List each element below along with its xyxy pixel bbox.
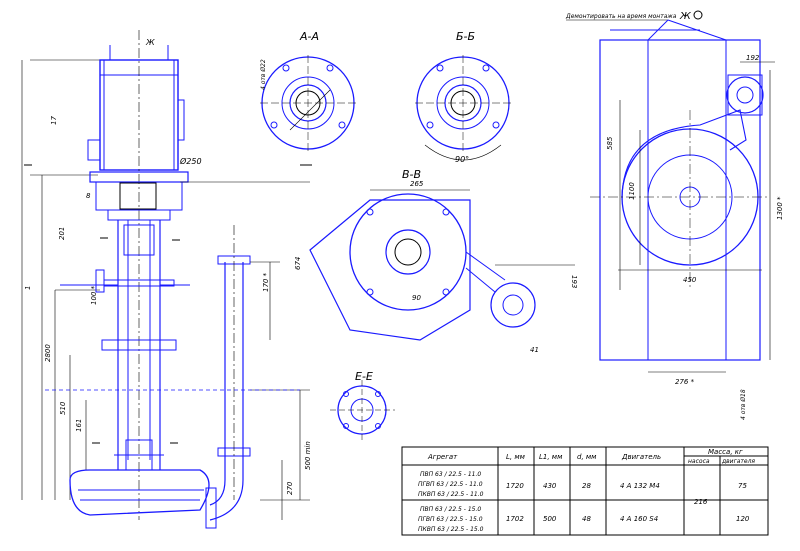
vv-dim-41: 41: [530, 346, 539, 354]
section-ee: Е-Е: [330, 370, 395, 440]
th-l: L, мм: [506, 453, 526, 461]
dim-8: 8: [86, 192, 91, 200]
th-d: d, мм: [577, 453, 597, 461]
row2-d: 48: [582, 515, 591, 523]
side-dim-585: 585: [606, 136, 614, 150]
dim-674: 674: [294, 257, 302, 270]
row1-agg-2: ПГВП 63 / 22.5 - 11.0: [418, 481, 483, 488]
row1-l: 1720: [506, 482, 524, 490]
th-motor: Двигатель: [621, 453, 661, 461]
row1-l1: 430: [543, 482, 557, 490]
vv-dim-265: 265: [410, 180, 424, 188]
th-mass-motor: двигателя: [721, 458, 755, 465]
th-aggregate: Агрегат: [427, 453, 458, 461]
dim-270: 270: [286, 481, 294, 495]
side-view: Демонтировать на время монтажа Ж 192 585…: [565, 10, 784, 420]
th-mass: Масса, кг: [708, 448, 743, 456]
row1-mass: 75: [738, 482, 747, 490]
mass-pump-value: 216: [694, 498, 708, 506]
row2-agg-3: ПКВП 63 / 22.5 - 15.0: [418, 526, 484, 533]
section-bb-title: Б-Б: [456, 30, 475, 43]
row2-agg-2: ПГВП 63 / 22.5 - 15.0: [418, 516, 483, 523]
vv-dim-90: 90: [412, 294, 421, 302]
row2-l: 1702: [506, 515, 524, 523]
bb-angle: 90°: [455, 155, 469, 164]
dim-100: 100 *: [90, 285, 98, 305]
dim-510: 510: [59, 401, 67, 415]
row1-agg-3: ПКВП 63 / 22.5 - 11.0: [418, 491, 484, 498]
row2-l1: 500: [543, 515, 557, 523]
aa-dim-1: 4 отв Ø22: [260, 59, 267, 90]
view-zh-arrow: Ж: [145, 38, 155, 47]
section-ee-title: Е-Е: [355, 370, 373, 383]
dim-17: 17: [50, 116, 58, 125]
remove-note: Демонтировать на время монтажа: [565, 13, 677, 20]
side-dim-1300: 1300 *: [776, 196, 784, 220]
side-dim-1100: 1100: [628, 182, 636, 200]
vv-dim-193: 193: [570, 275, 578, 288]
row2-motor: 4 А 160 S4: [620, 515, 658, 523]
row2-agg-1: ПВП 63 / 22.5 - 15.0: [420, 506, 481, 513]
row1-agg-1: ПВП 63 / 22.5 - 11.0: [420, 471, 481, 478]
side-dim-276: 276 *: [675, 378, 695, 386]
section-vv-title: В-В: [402, 168, 421, 181]
view-zh-label: Ж: [679, 11, 692, 22]
section-aa: А-А 4 отв Ø22: [260, 30, 358, 152]
th-mass-pump: насоса: [688, 458, 710, 465]
front-view: Ø250 8 17 201 100 * 1 2800 510 161 170 *…: [21, 30, 312, 529]
side-holes: 4 отв Ø18: [740, 389, 747, 420]
th-l1: L1, мм: [539, 453, 563, 461]
dim-500min: 500 min: [304, 441, 312, 470]
section-aa-title: А-А: [299, 30, 319, 43]
row1-motor: 4 А 132 М4: [620, 482, 660, 490]
section-bb: Б-Б 90°: [415, 30, 512, 164]
dim-201: 201: [58, 227, 66, 240]
dim-250: Ø250: [179, 156, 202, 166]
dim-161: 161: [75, 419, 83, 432]
row1-d: 28: [582, 482, 591, 490]
dim-1: 1: [24, 286, 32, 290]
row2-mass: 120: [736, 515, 750, 523]
section-vv: В-В 265 90 193 41: [309, 168, 578, 354]
side-dim-450: 450: [683, 276, 697, 284]
dim-2800: 2800: [44, 344, 52, 362]
spec-table: Агрегат L, мм L1, мм d, мм Двигатель Мас…: [401, 446, 769, 536]
side-dim-192: 192: [746, 54, 760, 62]
dim-170: 170 *: [262, 272, 270, 292]
